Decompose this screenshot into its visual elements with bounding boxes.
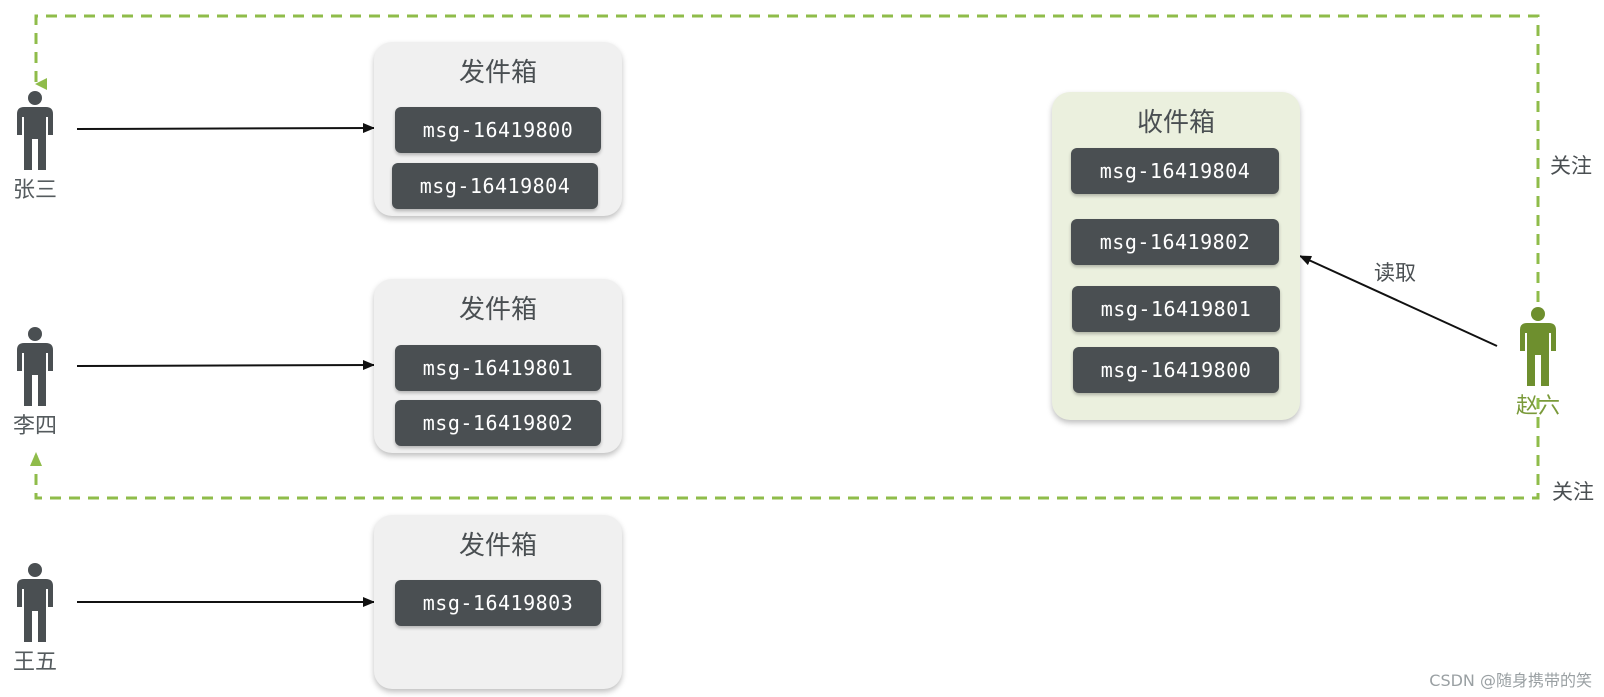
message-item: msg-16419800 xyxy=(395,107,601,153)
inbox-title: 收件箱 xyxy=(1136,108,1215,138)
message-item: msg-16419800 xyxy=(1073,347,1279,393)
watermark: CSDN @随身携带的笑 xyxy=(1429,671,1592,690)
follow-label-bottom: 关注 xyxy=(1552,480,1594,504)
user-zhangsan: 张三 xyxy=(5,90,65,204)
follow-arrowhead-lisi xyxy=(30,452,42,466)
read-edge xyxy=(1299,255,1498,347)
message-item: msg-16419804 xyxy=(392,163,598,209)
user-lisi: 李四 xyxy=(5,326,65,440)
user-name: 张三 xyxy=(12,178,57,203)
user-zhaoliu: 赵六 xyxy=(1508,306,1568,420)
follow-label-top: 关注 xyxy=(1550,154,1592,178)
follow-edge-lisi xyxy=(34,398,1540,500)
read-label: 读取 xyxy=(1374,261,1416,285)
outbox-title: 发件箱 xyxy=(458,58,537,88)
message-item: msg-16419802 xyxy=(395,400,601,446)
outbox-zhangsan: 发件箱 msg-16419800 msg-16419804 xyxy=(374,42,622,216)
push-edge-lisi xyxy=(76,360,375,371)
outbox-title: 发件箱 xyxy=(458,295,537,325)
person-icon xyxy=(17,563,53,642)
user-wangwu: 王五 xyxy=(5,562,65,676)
user-name: 李四 xyxy=(12,414,57,439)
message-item: msg-16419803 xyxy=(395,580,601,626)
message-item: msg-16419802 xyxy=(1071,219,1279,265)
inbox-zhaoliu: 收件箱 msg-16419804 msg-16419802 msg-164198… xyxy=(1052,92,1300,420)
outbox-lisi: 发件箱 msg-16419801 msg-16419802 xyxy=(374,279,622,453)
user-name: 王五 xyxy=(12,650,57,675)
outbox-wangwu: 发件箱 msg-16419803 xyxy=(374,515,622,689)
message-item: msg-16419804 xyxy=(1071,148,1279,194)
person-icon xyxy=(17,91,53,170)
person-icon xyxy=(17,327,53,406)
user-name: 赵六 xyxy=(1515,394,1560,419)
outbox-title: 发件箱 xyxy=(458,531,537,561)
push-edge-zhangsan xyxy=(76,123,375,134)
message-item: msg-16419801 xyxy=(395,345,601,391)
follow-edge-zhangsan xyxy=(34,14,1540,340)
person-icon xyxy=(1520,307,1556,386)
message-item: msg-16419801 xyxy=(1072,286,1280,332)
